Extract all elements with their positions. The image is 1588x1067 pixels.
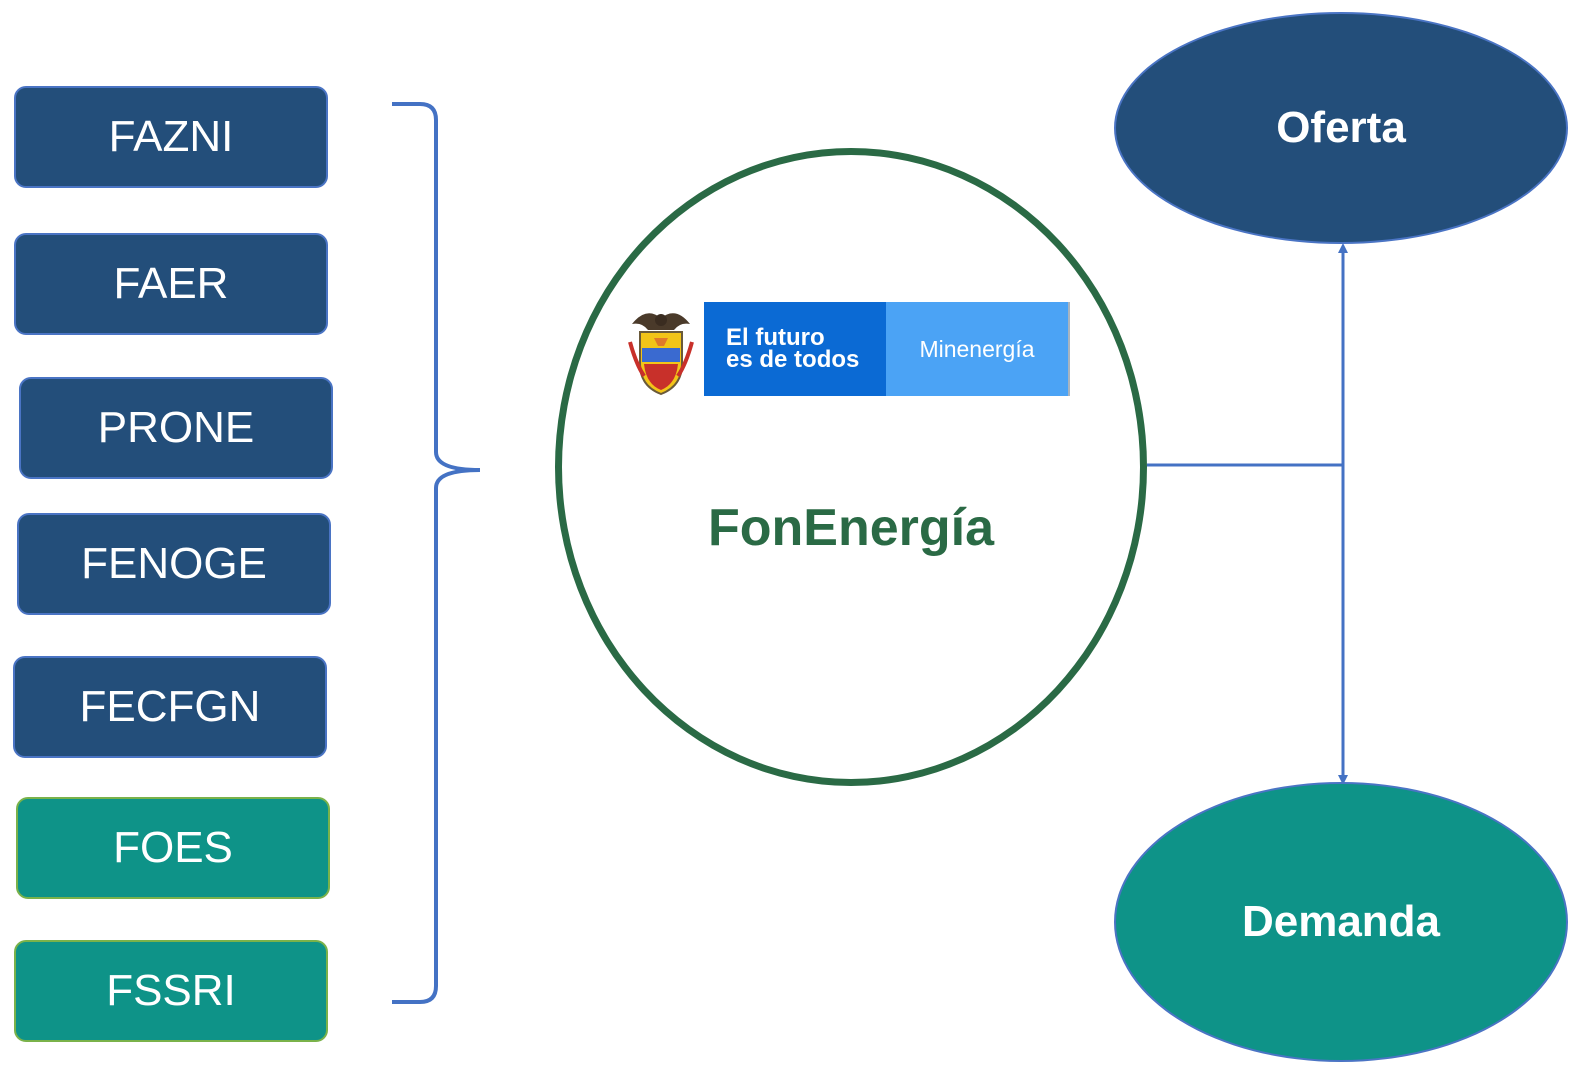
fund-label: FECFGN: [79, 682, 261, 731]
demanda-label: Demanda: [1241, 897, 1441, 946]
fonenergia-title: FonEnergía: [707, 499, 995, 557]
minenergia-logo: El futuro es de todos Minenergía: [626, 302, 1070, 398]
oferta-label: Oferta: [1276, 103, 1406, 152]
fonenergia-circle: [555, 148, 1147, 786]
fund-label: FENOGE: [81, 539, 267, 588]
logo-ministry-name: Minenergía: [919, 335, 1035, 362]
colombia-crest-icon: [628, 313, 694, 396]
oferta-ellipse: Oferta: [1114, 12, 1568, 244]
demanda-ellipse: Demanda: [1114, 782, 1568, 1062]
fund-label: FSSRI: [106, 966, 236, 1015]
fund-label: FOES: [113, 823, 233, 872]
fund-box-fssri: FSSRI: [14, 940, 328, 1042]
logo-ministry-panel: Minenergía: [886, 302, 1070, 396]
fund-box-fenoge: FENOGE: [17, 513, 331, 615]
logo-slogan-line2: es de todos: [726, 346, 860, 373]
fund-box-foes: FOES: [16, 797, 330, 899]
logo-slogan-line1: El futuro: [726, 324, 825, 351]
fund-label: FAER: [113, 259, 229, 308]
fund-box-prone: PRONE: [19, 377, 333, 479]
fund-box-faer: FAER: [14, 233, 328, 335]
logo-slogan-panel: El futuro es de todos: [704, 302, 886, 396]
grouping-brace: [392, 102, 481, 1004]
fund-box-fazni: FAZNI: [14, 86, 328, 188]
fund-box-fecfgn: FECFGN: [13, 656, 327, 758]
fund-label: FAZNI: [108, 112, 234, 161]
fund-label: PRONE: [97, 403, 255, 452]
